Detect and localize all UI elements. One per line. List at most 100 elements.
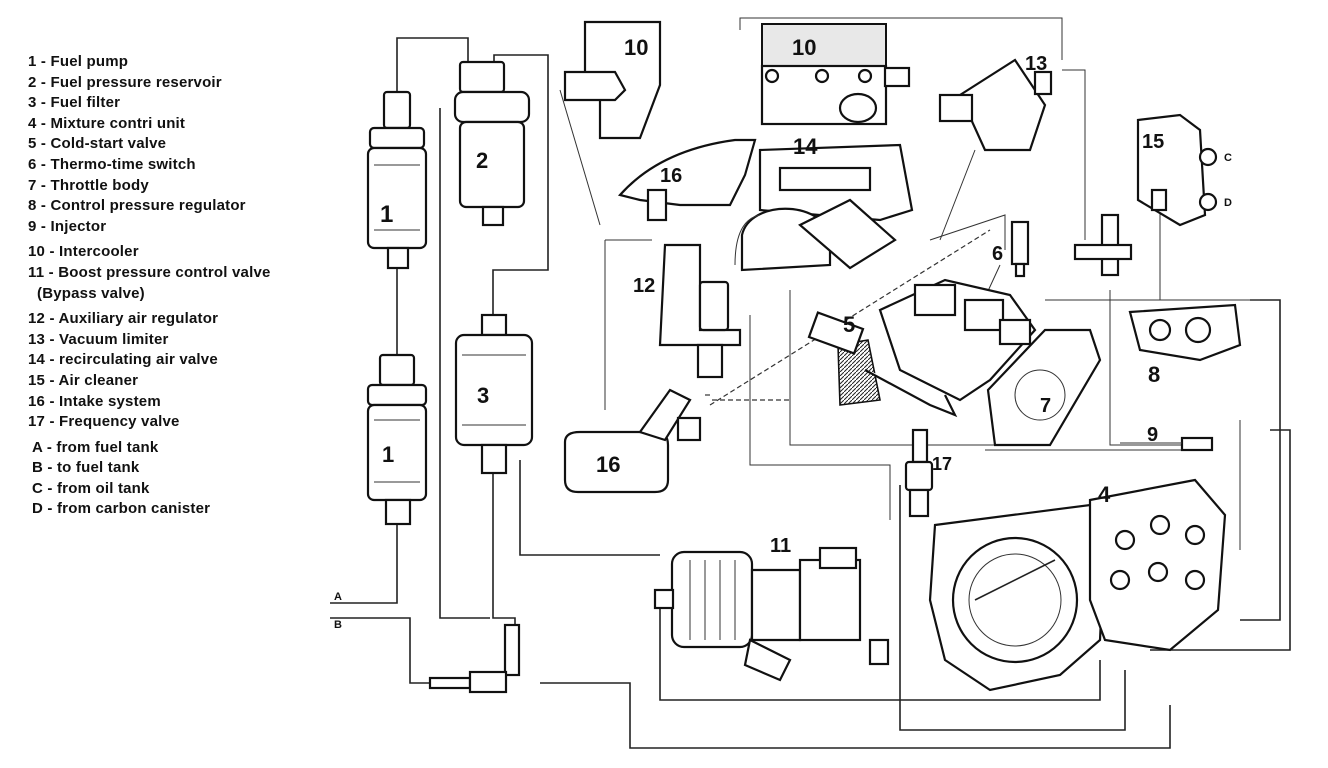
legend-item: 13 - Vacuum limiter xyxy=(28,330,271,351)
label-air-cleaner: 15 xyxy=(1142,131,1164,153)
injector xyxy=(1120,436,1214,452)
legend-item-key: 14 xyxy=(28,351,46,369)
legend-separator: - xyxy=(36,155,51,173)
label-vacuum-limiter: 13 xyxy=(1025,53,1047,75)
vacuum-limiter xyxy=(938,58,1053,152)
legend-item: 5 - Cold-start valve xyxy=(28,134,271,155)
label-recirc-air-valve: 14 xyxy=(793,134,818,159)
air-cleaner xyxy=(1136,113,1218,227)
legend-item: 1 - Fuel pump xyxy=(28,52,271,73)
legend-item: 2 - Fuel pressure reservoir xyxy=(28,73,271,94)
label-intake-lower: 16 xyxy=(596,452,620,477)
legend-item-key: D xyxy=(32,500,44,518)
label-port-a: A xyxy=(334,591,342,603)
label-intercooler-right: 10 xyxy=(792,35,816,60)
legend-separator: - xyxy=(36,135,51,153)
legend-item-text: Auxiliary air regulator xyxy=(58,310,219,328)
legend-item: 12 - Auxiliary air regulator xyxy=(28,309,271,330)
legend-item-text: from fuel tank xyxy=(56,438,159,456)
legend-item-text: Fuel pump xyxy=(50,53,129,70)
label-filter: 3 xyxy=(477,383,489,408)
legend-item-key: 10 xyxy=(28,243,46,261)
legend-item-key: A xyxy=(32,438,43,456)
legend-item-text: Thermo-time switch xyxy=(50,155,196,173)
fuel-fitting-bottom xyxy=(428,623,521,694)
legend-item-text: Control pressure regulator xyxy=(50,197,246,215)
legend-item-text: Frequency valve xyxy=(59,413,180,431)
legend-separator: - xyxy=(45,351,60,369)
legend-item-text: Intake system xyxy=(59,392,161,410)
legend-item-key: 12 xyxy=(28,310,46,328)
legend-item: 6 - Thermo-time switch xyxy=(28,155,271,176)
legend-separator: - xyxy=(36,94,51,112)
label-bypass-valve: 11 xyxy=(770,535,791,557)
legend-separator: - xyxy=(43,459,57,477)
intake-manifold-cluster xyxy=(878,278,1037,402)
legend-item: B - to fuel tank xyxy=(28,458,271,479)
label-intercooler-left: 10 xyxy=(624,35,648,60)
legend-item-text: Intercooler xyxy=(59,243,139,261)
legend-item-text: Fuel filter xyxy=(50,94,121,112)
fuel-pressure-reservoir xyxy=(453,60,531,227)
legend-item: 11 - Boost pressure control valve xyxy=(28,263,271,284)
label-control-pressure-regulator: 8 xyxy=(1148,362,1160,387)
legend-separator: - xyxy=(36,53,51,70)
legend-item: 9 - Injector xyxy=(28,217,271,238)
legend-item: 14 - recirculating air valve xyxy=(28,350,271,371)
label-port-c: C xyxy=(1224,152,1232,164)
legend-item-text: Boost pressure control valve xyxy=(58,263,271,281)
legend-item-key: 17 xyxy=(28,413,46,431)
intake-system-lower xyxy=(563,388,702,494)
legend-item-key: 13 xyxy=(28,330,46,348)
auxiliary-air-regulator xyxy=(658,243,742,379)
thermo-time-switch xyxy=(1010,220,1030,278)
legend-separator: - xyxy=(43,479,57,497)
label-aux-air-regulator: 12 xyxy=(633,275,655,297)
legend-item-key: 4 xyxy=(28,114,37,132)
legend-separator: - xyxy=(45,330,60,348)
fuel-pump-lower xyxy=(366,353,428,526)
mixture-control-unit xyxy=(928,478,1227,692)
legend-separator: - xyxy=(45,371,59,389)
legend-separator: - xyxy=(44,263,59,281)
legend-separator: - xyxy=(45,310,59,328)
legend-separator: - xyxy=(36,114,51,132)
legend-separator: - xyxy=(36,197,51,215)
legend-item-text: (Bypass valve) xyxy=(37,284,145,302)
legend-separator: - xyxy=(45,413,60,431)
legend-item-key: 3 xyxy=(28,94,37,112)
legend-item-text: from carbon canister xyxy=(56,500,211,518)
boost-pressure-control-valve xyxy=(653,546,890,682)
fuel-lines xyxy=(330,17,1291,749)
legend-item-text: Fuel pressure reservoir xyxy=(50,73,222,91)
label-fuel-pump-upper: 1 xyxy=(380,201,393,228)
legend-item: 10 - Intercooler xyxy=(28,242,271,263)
intake-system-upper xyxy=(617,138,757,222)
legend-separator: - xyxy=(36,217,51,235)
part-labels: 1 1 2 3 4 5 6 7 8 9 10 10 11 12 13 14 15… xyxy=(334,35,1232,631)
legend-item-key: C xyxy=(32,479,44,497)
legend-separator: - xyxy=(42,438,57,456)
label-cold-start-valve: 5 xyxy=(843,312,855,337)
frequency-valve xyxy=(904,428,934,518)
legend-separator: - xyxy=(36,73,51,91)
label-frequency-valve: 17 xyxy=(932,454,952,474)
legend-item-text: Cold-start valve xyxy=(50,135,167,153)
legend-item-text: from oil tank xyxy=(56,479,150,497)
legend-item: 4 - Mixture contri unit xyxy=(28,114,271,135)
legend-item-text: Air cleaner xyxy=(58,371,139,389)
label-throttle-body: 7 xyxy=(1040,395,1051,417)
label-mixture-unit: 4 xyxy=(1098,482,1111,507)
legend-item-text: recirculating air valve xyxy=(59,351,218,369)
label-thermo-switch: 6 xyxy=(992,243,1003,265)
cold-start-valve xyxy=(807,311,958,418)
label-port-b: B xyxy=(334,619,342,631)
legend-item: 7 - Throttle body xyxy=(28,176,271,197)
legend-item: C - from oil tank xyxy=(28,479,271,500)
recirc-air-valve xyxy=(734,143,914,272)
legend-item-key: 5 xyxy=(28,135,37,153)
legend-item-text: Throttle body xyxy=(50,176,149,194)
legend-item-text: Mixture contri unit xyxy=(50,114,186,132)
legend-item-key: 9 xyxy=(28,217,37,235)
